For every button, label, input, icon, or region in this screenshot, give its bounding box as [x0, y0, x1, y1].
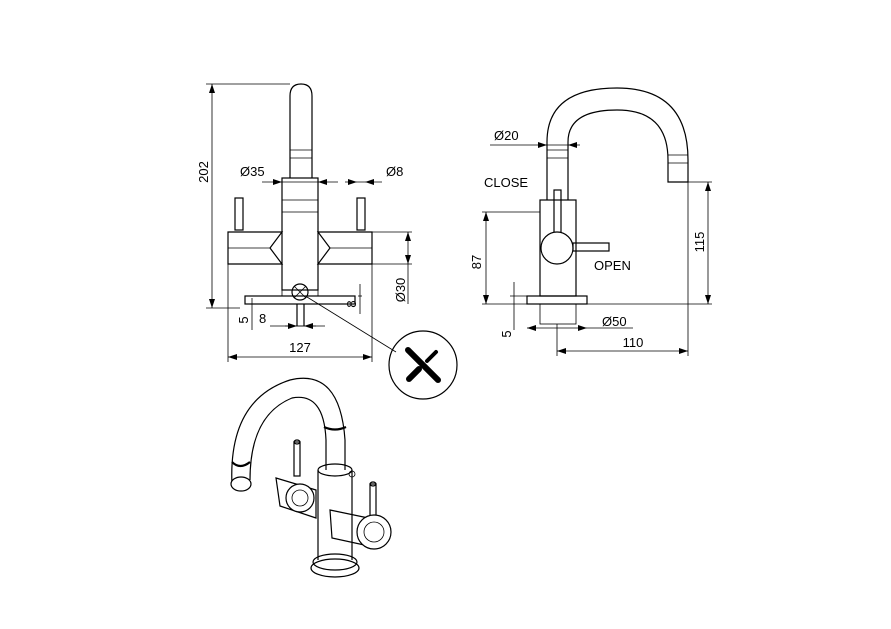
front-height-dimension: 202: [196, 161, 211, 183]
open-label: OPEN: [594, 258, 631, 273]
front-base-diameter: Ø30: [393, 278, 408, 303]
cross-handle-detail: [388, 330, 458, 400]
front-lever-diameter: Ø8: [386, 164, 403, 179]
side-base-diameter: Ø50: [602, 314, 627, 329]
side-reach-dimension: 110: [623, 335, 644, 350]
front-width-dimension: 127: [289, 340, 311, 355]
side-view: Ø20 CLOSE OPEN 87 115 5 Ø50 110: [469, 87, 712, 356]
perspective-view: [230, 377, 392, 578]
close-label: CLOSE: [484, 175, 528, 190]
side-spout-diameter: Ø20: [494, 128, 519, 143]
front-bottom-small-dimension: 8: [259, 311, 266, 326]
side-base-small-dimension: 5: [499, 330, 514, 337]
front-body-diameter: Ø35: [240, 164, 265, 179]
side-spout-height: 115: [692, 232, 707, 253]
side-lever-height: 87: [469, 255, 484, 269]
front-view: 202 Ø35 Ø8 Ø30 8 5 8 127: [196, 83, 412, 362]
front-right-small-dimension: 8: [344, 300, 359, 307]
front-left-small-dimension: 5: [236, 316, 251, 323]
